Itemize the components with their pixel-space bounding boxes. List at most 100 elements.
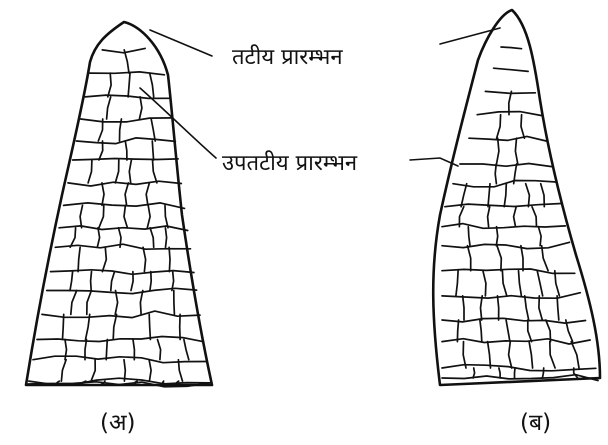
cell-wall: [456, 271, 458, 296]
cell-wall: [457, 320, 458, 342]
cell-wall: [519, 271, 522, 296]
cell-wall: [81, 118, 173, 122]
cell-wall: [494, 68, 528, 71]
submarginal-initials-label: उपतटीय प्रारम्भन: [222, 150, 358, 176]
cell-wall: [153, 160, 157, 183]
cell-wall: [468, 246, 471, 271]
panel-b-leaf-apex: [433, 10, 600, 385]
cell-wall: [481, 296, 483, 320]
cell-wall: [460, 164, 552, 167]
cell-wall: [80, 205, 82, 227]
cell-wall: [488, 207, 490, 227]
cell-wall: [33, 356, 206, 363]
cell-wall: [129, 160, 131, 183]
cell-wall: [61, 360, 66, 381]
panel-b-caption: (ब): [520, 410, 551, 436]
cell-wall: [99, 205, 104, 227]
cell-wall: [125, 183, 128, 206]
cell-wall: [140, 291, 142, 315]
cell-wall: [528, 320, 532, 342]
cell-wall: [90, 72, 165, 75]
cell-wall: [65, 340, 67, 360]
cell-wall: [483, 271, 486, 296]
cell-wall: [497, 115, 501, 139]
cell-wall: [539, 296, 542, 320]
marginal-initials-label: तटीय प्रारम्भन: [232, 44, 343, 70]
cell-wall: [91, 360, 95, 381]
cell-wall: [514, 207, 517, 227]
cell-wall: [124, 50, 129, 73]
cell-wall: [488, 342, 491, 368]
cell-wall: [469, 136, 546, 141]
cell-wall: [498, 296, 499, 320]
cell-wall: [63, 314, 64, 339]
cell-wall: [163, 381, 165, 384]
cell-wall: [73, 159, 179, 161]
cell-wall: [509, 342, 512, 368]
cell-wall: [555, 271, 560, 296]
cell-wall: [537, 271, 543, 296]
cell-wall: [165, 205, 168, 227]
cell-wall: [529, 342, 533, 368]
cell-wall: [152, 141, 153, 160]
cell-wall: [158, 340, 161, 360]
cell-wall: [91, 272, 92, 291]
cell-wall: [128, 73, 130, 97]
cell-wall: [480, 320, 482, 342]
cell-wall: [151, 119, 155, 141]
cell-wall: [71, 291, 77, 315]
cell-wall: [88, 160, 92, 183]
cell-wall: [86, 314, 90, 339]
panel-a-caption: (अ): [100, 410, 136, 436]
cell-wall: [146, 183, 149, 206]
cell-wall: [521, 246, 523, 271]
cell-wall: [521, 115, 524, 139]
cell-wall: [542, 368, 543, 378]
cell-wall: [108, 73, 111, 97]
cell-wall: [550, 342, 555, 368]
cell-wall: [42, 311, 200, 318]
cell-wall: [178, 360, 182, 381]
cell-wall: [85, 95, 169, 98]
cell-wall: [97, 228, 99, 248]
cell-wall: [497, 138, 499, 164]
cell-wall: [463, 296, 464, 320]
cell-wall: [124, 360, 125, 381]
cell-wall: [461, 184, 467, 207]
panel-b-cell-network: [442, 47, 598, 381]
cell-wall: [442, 242, 570, 248]
cell-wall: [473, 368, 475, 378]
cell-wall: [150, 228, 154, 248]
cell-wall: [87, 291, 92, 315]
cell-wall: [525, 296, 529, 320]
cell-wall: [106, 340, 107, 360]
cell-wall: [497, 246, 501, 271]
cell-wall: [125, 141, 127, 160]
cell-wall: [501, 47, 522, 49]
cell-wall: [70, 228, 75, 248]
cell-wall: [70, 272, 73, 291]
cell-wall: [499, 368, 500, 378]
cell-wall: [571, 342, 579, 368]
cell-wall: [68, 181, 181, 186]
cell-wall: [542, 246, 548, 271]
cell-wall: [139, 97, 142, 119]
cell-wall: [165, 228, 166, 248]
cell-wall: [113, 314, 116, 339]
panel-a-leaf-apex: [26, 22, 212, 387]
cell-wall: [147, 205, 150, 227]
cell-wall: [169, 247, 170, 271]
cell-wall: [557, 296, 559, 320]
cell-wall: [515, 138, 517, 164]
cell-wall: [115, 291, 117, 315]
cell-wall: [174, 291, 175, 315]
leader-marginal-right: [440, 28, 500, 44]
cell-wall: [111, 272, 115, 291]
cell-wall: [78, 247, 80, 271]
cell-wall: [107, 97, 111, 119]
cell-wall: [149, 360, 151, 381]
cell-wall: [115, 160, 119, 183]
cell-wall: [102, 247, 106, 271]
cell-wall: [55, 244, 190, 249]
